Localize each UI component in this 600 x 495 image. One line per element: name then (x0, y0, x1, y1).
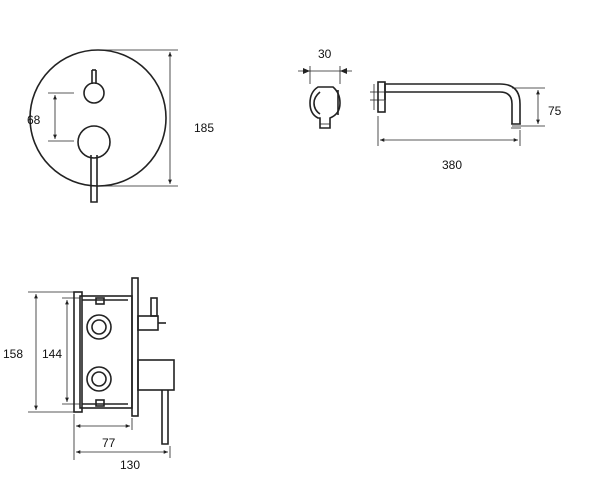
lower-cartridge (86, 366, 112, 392)
dim-144-label: 144 (42, 347, 62, 361)
spout-side-view: 75 380 (370, 81, 562, 172)
cover-plate (131, 277, 139, 417)
upper-cartridge (86, 314, 112, 340)
spout-arm (384, 83, 521, 125)
dim-130-label: 130 (120, 458, 140, 472)
lever-handle (90, 155, 98, 203)
upper-knob (83, 82, 105, 104)
lever-body (137, 359, 175, 391)
body-housing (79, 295, 133, 409)
front-view: 68 185 (27, 49, 214, 203)
front-plate (29, 49, 167, 187)
dim-68-label: 68 (27, 113, 41, 127)
dim-75-label: 75 (548, 104, 562, 118)
spout-wall-plate (377, 81, 386, 113)
dim-185-label: 185 (194, 121, 214, 135)
spout-end-body (309, 86, 341, 129)
dim-30-label: 30 (318, 47, 332, 61)
dim-380-label: 380 (442, 158, 462, 172)
spout-end-view: 30 (298, 47, 352, 129)
lower-knob (77, 125, 111, 159)
body-side-view: 158 144 77 130 (3, 277, 175, 472)
dim-77-label: 77 (102, 436, 116, 450)
dim-158-label: 158 (3, 347, 23, 361)
